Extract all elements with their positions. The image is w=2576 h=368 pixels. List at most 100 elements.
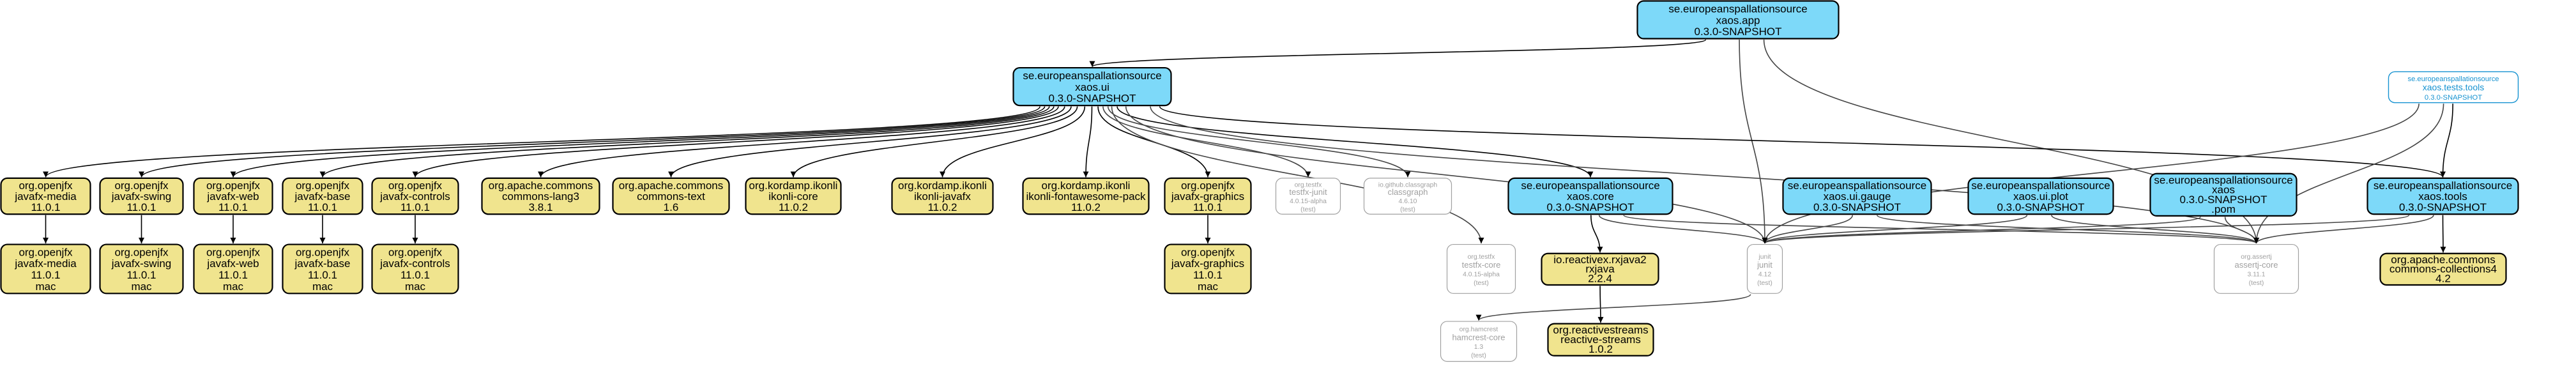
node-assertj-line-3: (test) [2249, 280, 2264, 287]
node-ui_gauge[interactable]: se.europeanspallationsourcexaos.ui.gauge… [1782, 177, 1932, 215]
node-hamcrest-line-2: 1.3 [1474, 344, 1484, 351]
edge-tests_tools-to-junit [1762, 103, 2420, 244]
node-box [1275, 178, 1341, 215]
node-fx_graphics-line-0: org.openjfx [1181, 180, 1235, 192]
node-box [891, 177, 994, 215]
node-box [1164, 177, 1252, 215]
node-ui_gauge-line-1: xaos.ui.gauge [1824, 190, 1891, 203]
edge-tools-to-assertj [2253, 215, 2434, 244]
node-fx_media-line-2: 11.0.1 [31, 201, 60, 213]
node-fx_web_mac-line-2: 11.0.1 [218, 269, 248, 281]
node-box [99, 243, 184, 295]
node-xaos_pom[interactable]: se.europeanspallationsourcexaos0.3.0-SNA… [2149, 172, 2298, 217]
node-tools-line-0: se.europeanspallationsource [2374, 180, 2512, 192]
node-testfx_junit-line-3: (test) [1300, 206, 1316, 213]
node-box [745, 177, 842, 215]
node-fx_graphics_mac-line-0: org.openjfx [1181, 246, 1235, 258]
node-core[interactable]: se.europeanspallationsourcexaos.core0.3.… [1507, 177, 1673, 215]
edge-ui-to-testfx_junit [1102, 106, 1311, 178]
node-box [1446, 243, 1516, 294]
node-box [282, 243, 363, 295]
node-collections4-line-1: commons-collections4 [2389, 263, 2497, 275]
node-fx_media_mac-line-0: org.openjfx [19, 246, 73, 258]
node-box [612, 177, 730, 215]
edge-ui-to-fx_base [319, 106, 1055, 178]
node-ikonli_fa-line-1: ikonli-fontawesome-pack [1026, 190, 1146, 203]
edge-tools-to-junit [1762, 214, 2410, 244]
node-box [2388, 71, 2519, 103]
edge-ui-to-classgraph [1107, 106, 1411, 178]
node-box [1541, 252, 1659, 286]
node-ui_plot[interactable]: se.europeanspallationsourcexaos.ui.plot0… [1967, 177, 2114, 215]
node-xaos_pom-line-2: 0.3.0-SNAPSHOT [2180, 194, 2267, 206]
node-fx_swing-line-1: javafx-swing [111, 190, 172, 203]
node-fx_base_mac-line-2: 11.0.1 [308, 269, 337, 281]
node-testfx_core-line-1: testfx-core [1462, 260, 1501, 270]
node-tools-line-1: xaos.tools [2418, 190, 2467, 203]
node-tools[interactable]: se.europeanspallationsourcexaos.tools0.3… [2366, 177, 2519, 215]
edge-xaos_pom-to-junit [1762, 216, 2201, 244]
node-fx_web_mac-line-3: mac [223, 280, 244, 293]
edge-ui-to-ikonli_fa [1083, 106, 1093, 178]
edge-ui-to-testfx_core [1111, 106, 1484, 244]
node-testfx_core-line-2: 4.0.15-alpha [1463, 272, 1500, 279]
node-tests_tools-line-0: se.europeanspallationsource [2407, 75, 2499, 83]
node-fx_base_mac-line-1: javafx-base [294, 257, 351, 270]
node-classgraph-line-3: (test) [1400, 206, 1415, 213]
node-ui-line-0: se.europeanspallationsource [1023, 70, 1161, 82]
node-ikonli_javafx-line-2: 11.0.2 [927, 201, 957, 213]
node-reactive_streams-line-0: org.reactivestreams [1553, 324, 1648, 336]
node-box [2366, 177, 2519, 215]
edge-ui-to-core [1117, 106, 1594, 178]
node-fx_media-line-0: org.openjfx [19, 180, 73, 192]
node-classgraph[interactable]: io.github.classgraphclassgraph4.6.10(tes… [1363, 178, 1452, 215]
node-junit-line-2: 4.12 [1758, 272, 1771, 279]
node-box [2149, 172, 2298, 217]
node-fx_controls-line-0: org.openjfx [388, 180, 443, 192]
node-fx_base_mac-line-3: mac [312, 280, 333, 293]
node-fx_base_mac-line-0: org.openjfx [296, 246, 350, 258]
node-box [481, 177, 600, 215]
node-ui[interactable]: se.europeanspallationsourcexaos.ui0.3.0-… [1012, 66, 1172, 107]
node-box [282, 177, 363, 215]
node-fx_graphics-line-1: javafx-graphics [1171, 190, 1244, 203]
edge-core-to-rxjava [1590, 215, 1603, 253]
node-app[interactable]: se.europeanspallationsourcexaos.app0.3.0… [1636, 0, 1840, 40]
node-fx_controls_mac-line-2: 11.0.1 [400, 269, 430, 281]
node-box [1547, 323, 1654, 356]
node-tests_tools[interactable]: se.europeanspallationsourcexaos.tests.to… [2388, 71, 2519, 103]
node-collections4[interactable]: org.apache.commonscommons-collections44.… [2379, 252, 2507, 286]
node-ikonli_javafx-line-0: org.kordamp.ikonli [898, 180, 987, 192]
node-ikonli_fa[interactable]: org.kordamp.ikonliikonli-fontawesome-pac… [1022, 177, 1150, 215]
node-testfx_core-line-0: org.testfx [1468, 254, 1496, 261]
node-box [371, 243, 459, 295]
node-rxjava-line-2: 2.2.4 [1588, 272, 1612, 284]
node-testfx_junit-line-1: testfx-junit [1289, 187, 1327, 197]
node-fx_graphics_mac-line-2: 11.0.1 [1193, 269, 1223, 281]
node-fx_swing_mac-line-3: mac [131, 280, 152, 293]
node-rxjava-line-0: io.reactivex.rxjava2 [1553, 254, 1647, 266]
